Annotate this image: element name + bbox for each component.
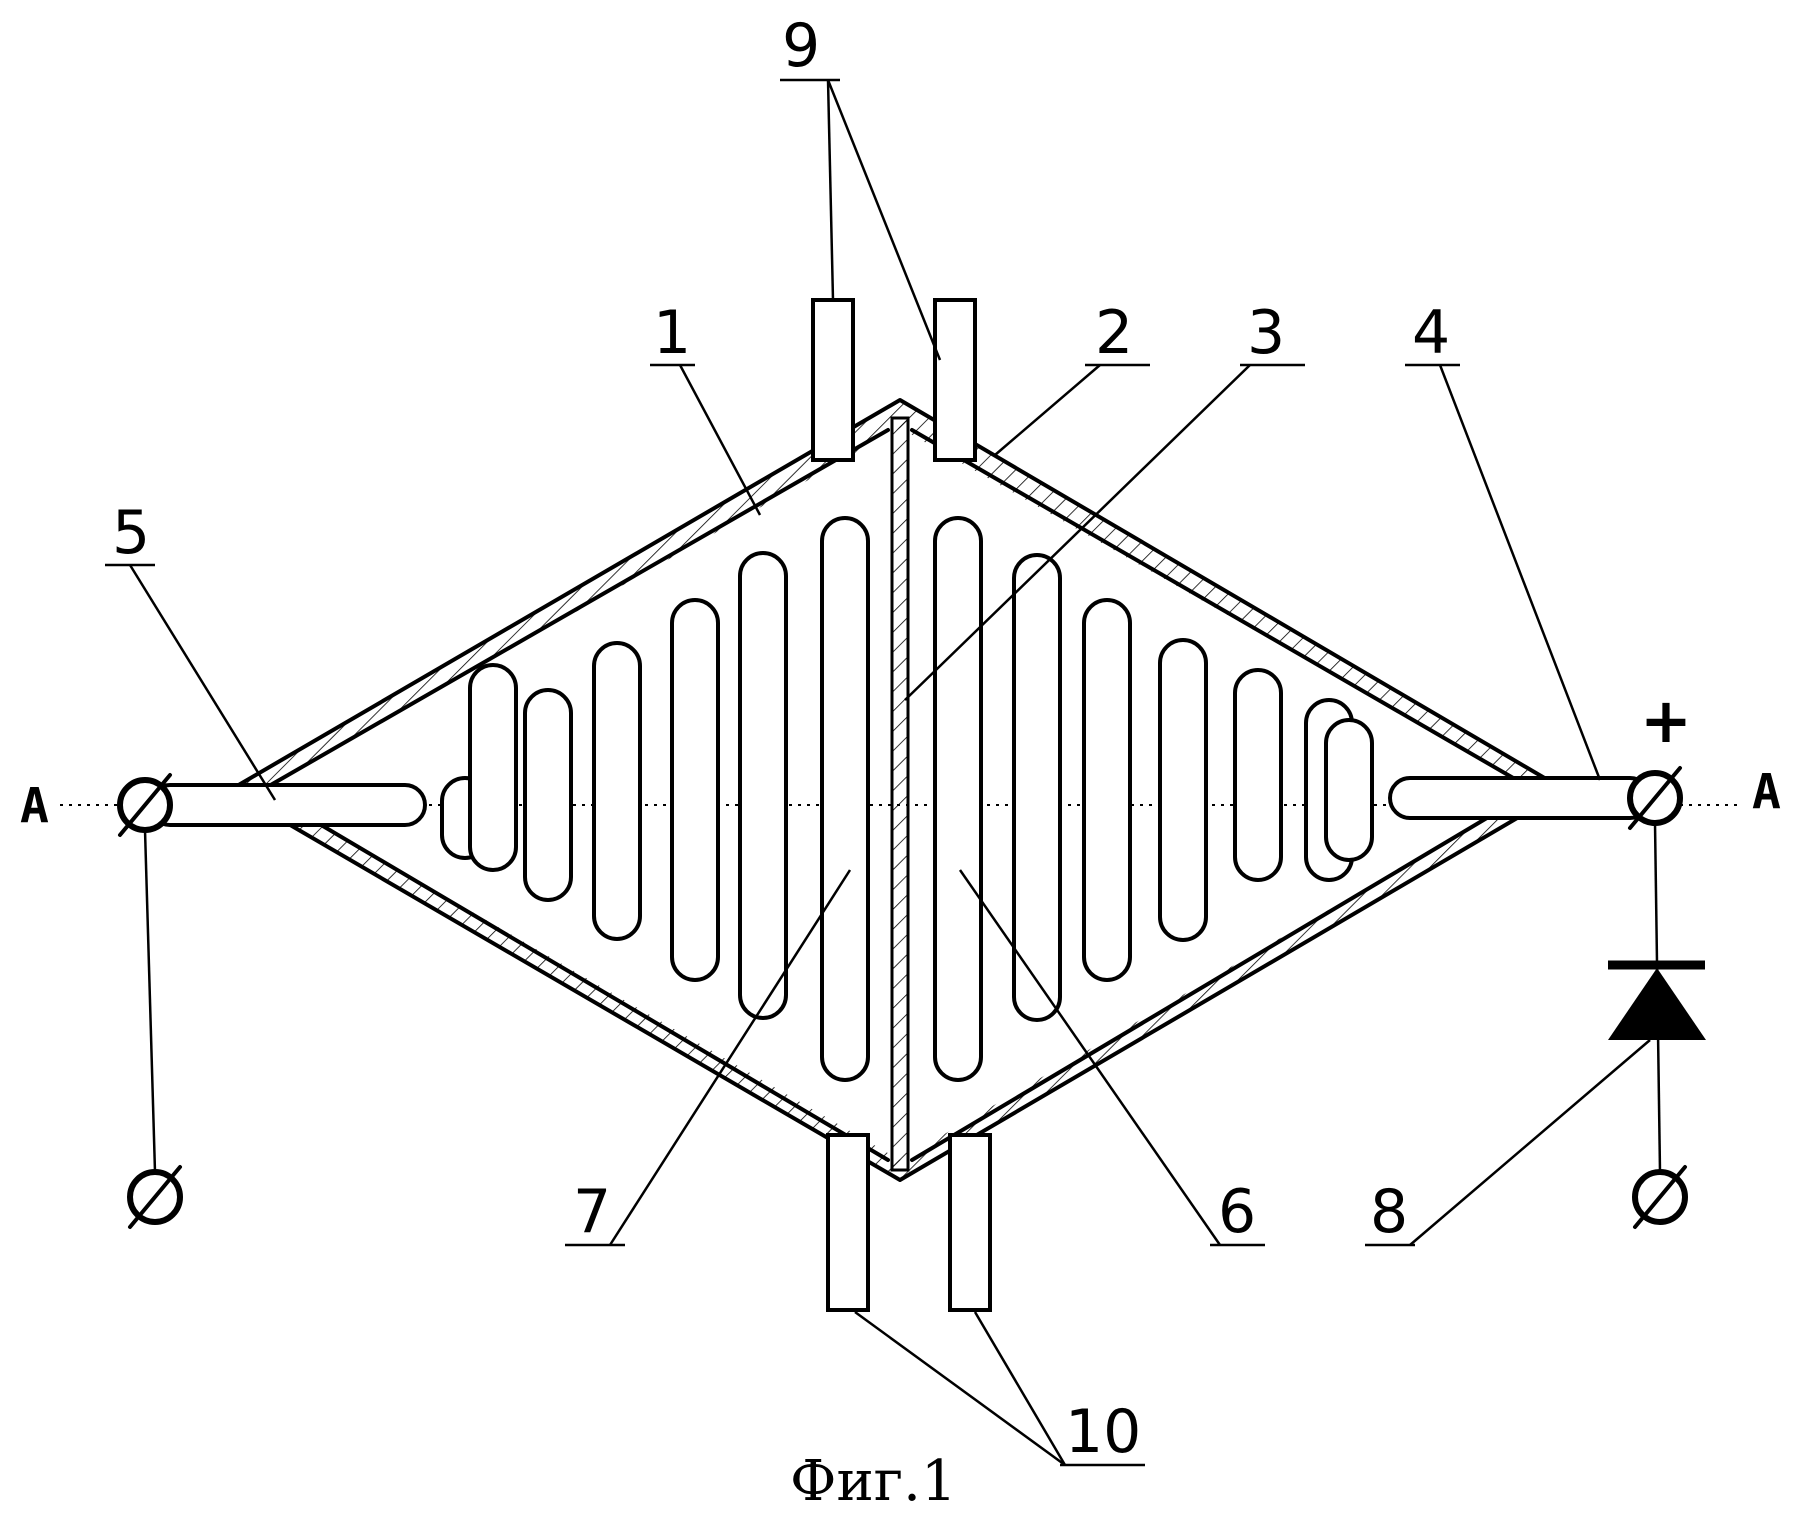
callout-1: 1 (653, 298, 691, 368)
callout-6: 6 (1218, 1177, 1256, 1247)
callout-3: 3 (1247, 298, 1285, 368)
central-partition (892, 418, 908, 1170)
callout-2: 2 (1095, 298, 1133, 368)
left-electrode-rod (150, 785, 425, 825)
leader-lines (105, 80, 1650, 1465)
figure-caption: Фиг.1 (790, 1449, 957, 1514)
callout-10: 10 (1065, 1397, 1141, 1467)
axis-label-left: A (20, 778, 49, 834)
callout-7: 7 (573, 1177, 611, 1247)
terminal-right-top (1630, 768, 1680, 828)
left-lead-wire (145, 830, 155, 1172)
terminal-left-bottom (130, 1167, 180, 1227)
left-coil (442, 518, 868, 1080)
callout-8: 8 (1370, 1177, 1408, 1247)
callout-5: 5 (112, 498, 150, 568)
axis-label-right: A (1752, 764, 1781, 820)
right-coil (935, 518, 1372, 1080)
callout-9: 9 (782, 11, 820, 81)
polarity-plus-label: + (1640, 684, 1692, 757)
right-electrode-rod (1390, 778, 1650, 818)
diode-symbol (1608, 965, 1706, 1040)
callout-4: 4 (1412, 298, 1450, 368)
terminal-right-bottom (1635, 1167, 1685, 1227)
terminal-left-top (120, 775, 170, 835)
